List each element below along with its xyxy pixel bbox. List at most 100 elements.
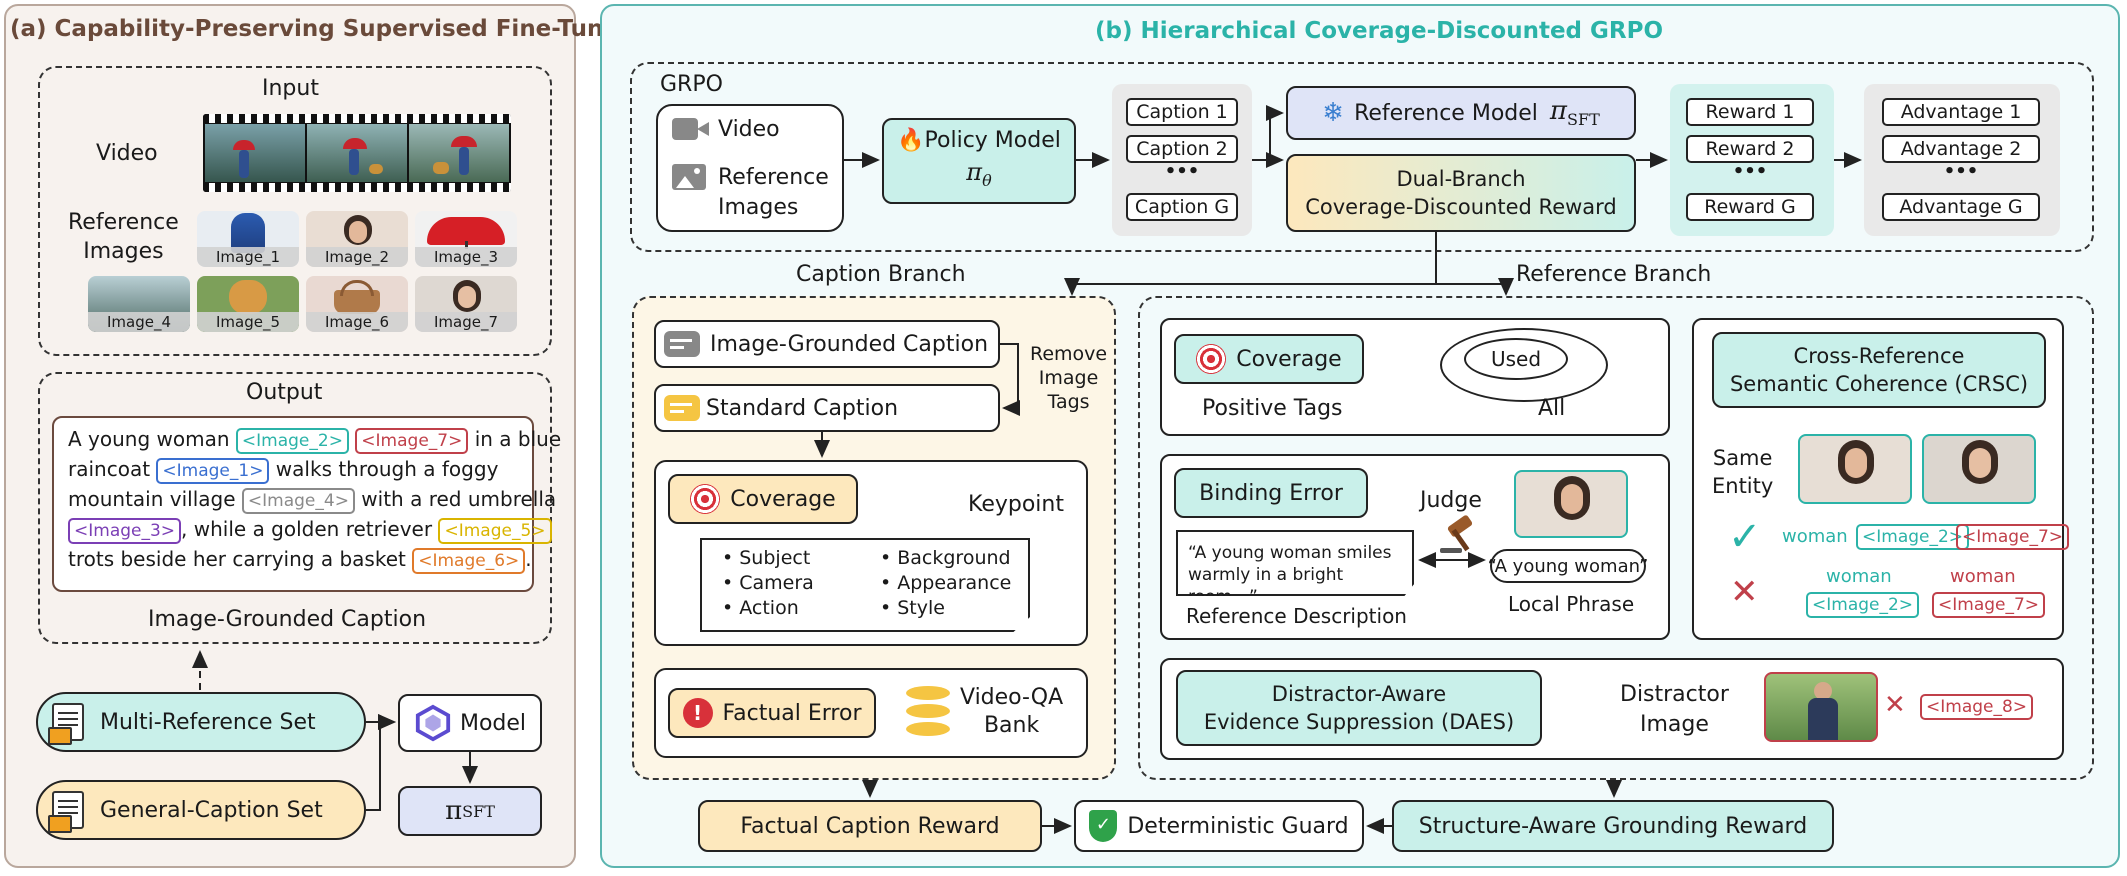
factual-error-label: Factual Error — [722, 700, 862, 726]
daes-title: Distractor-Aware Evidence Suppression (D… — [1176, 670, 1542, 746]
reward-g: Reward G — [1686, 193, 1814, 221]
caption-text-segment: in a blue — [468, 427, 562, 451]
target-icon — [1196, 344, 1227, 374]
check-row-word: woman — [1782, 526, 1848, 547]
same-entity-label: Same Entity — [1712, 446, 1774, 498]
local-phrase-label: Local Phrase — [1508, 592, 1635, 616]
multi-reference-set-label: Multi-Reference Set — [100, 709, 316, 735]
reference-image-4: Image_4 — [88, 276, 190, 332]
pi-theta-subscript: θ — [982, 170, 992, 190]
caption-text-segment: trots beside her carrying a basket — [68, 547, 413, 571]
general-caption-set-label: General-Caption Set — [100, 797, 323, 823]
gavel-icon — [1440, 514, 1480, 554]
video-filmstrip — [203, 114, 511, 192]
policy-model-label: Policy Model — [924, 128, 1061, 154]
grpo-label: GRPO — [660, 72, 723, 97]
pi-sft-symbol: π — [445, 796, 463, 826]
image-1-label: Image_1 — [197, 247, 299, 267]
panel-a-title: (a) Capability-Preserving Supervised Fin… — [10, 16, 645, 42]
cross-right-tag: <Image_7> — [1932, 592, 2046, 618]
keypoint-camera: • Camera — [722, 572, 814, 594]
image-grounded-caption-text: Image-Grounded Caption — [710, 331, 989, 357]
image-7-label: Image_7 — [415, 312, 517, 332]
factual-error-tag: ! Factual Error — [668, 688, 876, 738]
snowflake-icon: ❄ — [1322, 98, 1345, 128]
caption-text-segment: . — [525, 547, 532, 571]
model-label: Model — [459, 710, 527, 736]
deterministic-guard-box: ✓ Deterministic Guard — [1074, 800, 1364, 852]
cross-icon: ✕ — [1730, 572, 1759, 612]
ref-coverage-label: Coverage — [1236, 346, 1342, 372]
image-6-label: Image_6 — [306, 312, 408, 332]
caption-coverage-label: Coverage — [730, 486, 836, 512]
distractor-cross-icon: ✕ — [1884, 690, 1906, 720]
factual-caption-reward-box: Factual Caption Reward — [698, 800, 1042, 852]
reference-image-2: Image_2 — [306, 211, 408, 267]
model-logo-icon — [415, 704, 451, 742]
image-icon — [672, 164, 706, 190]
local-phrase-quote: “A young woman” — [1488, 549, 1648, 583]
image-8-tag: <Image_8> — [1920, 694, 2034, 720]
reference-image-5: Image_5 — [197, 276, 299, 332]
all-label: All — [1538, 396, 1566, 421]
output-caption-box: A young woman <Image_2> <Image_7> in a b… — [52, 416, 561, 592]
panel-b-title: (b) Hierarchical Coverage-Discounted GRP… — [1095, 18, 1664, 44]
keypoint-style: • Style — [880, 597, 945, 619]
reference-model-label: Reference Model — [1354, 100, 1538, 126]
caption-image-tag: <Image_2> — [235, 428, 349, 454]
multi-reference-set: Multi-Reference Set — [36, 692, 366, 752]
caption-g: Caption G — [1126, 193, 1238, 221]
woman-portrait-image — [1514, 470, 1628, 538]
caption-1: Caption 1 — [1126, 98, 1238, 126]
pi-sft-subscript: SFT — [462, 801, 495, 821]
reference-image-7: Image_7 — [415, 276, 517, 332]
distractor-image — [1764, 672, 1878, 742]
keypoints-left: • Subject • Camera • Action — [722, 546, 814, 621]
keypoint-background: • Background — [880, 547, 1011, 569]
image-grounded-caption-label: Image-Grounded Caption — [148, 607, 427, 632]
dual-branch-reward-box: Dual-Branch Coverage-Discounted Reward — [1286, 154, 1636, 232]
caption-text-segment: , while a golden retriever — [181, 517, 439, 541]
input-section — [38, 66, 552, 356]
ref-coverage-tag: Coverage — [1174, 334, 1364, 384]
caption-image-tag: <Image_5> — [438, 518, 552, 544]
reference-quote-bubble: “A young woman smiles warmly in a bright… — [1176, 530, 1414, 596]
chat-bubble-icon — [664, 331, 700, 357]
binding-error-tag: Binding Error — [1174, 468, 1368, 518]
reference-branch-label: Reference Branch — [1516, 262, 1712, 287]
check-icon: ✓ — [1728, 514, 1762, 560]
video-qa-bank-label: Video-QA Bank — [960, 685, 1064, 738]
caption-image-tag: <Image_3> — [68, 518, 182, 544]
advantage-ellipsis: ••• — [1943, 160, 1979, 182]
policy-model-box: 🔥Policy Model πθ — [882, 118, 1076, 204]
deterministic-guard-label: Deterministic Guard — [1127, 813, 1349, 839]
caption-2: Caption 2 — [1126, 135, 1238, 163]
caption-text-segment: walks through a foggy — [269, 457, 499, 481]
keypoint-label: Keypoint — [968, 492, 1064, 517]
caption-text-segment: A young woman — [68, 427, 236, 451]
used-ellipse: Used — [1464, 338, 1568, 380]
reward-2: Reward 2 — [1686, 135, 1814, 163]
standard-caption-text: Standard Caption — [706, 395, 899, 421]
caption-image-tag: <Image_6> — [412, 548, 526, 574]
reward-1: Reward 1 — [1686, 98, 1814, 126]
document-stack-icon — [48, 703, 84, 745]
reference-image-3: Image_3 — [415, 211, 517, 267]
shield-check-icon: ✓ — [1089, 810, 1118, 842]
reference-model-box: ❄ Reference Model πSFT — [1286, 86, 1636, 140]
output-label: Output — [246, 380, 323, 405]
keypoints-right: • Background • Appearance • Style — [880, 546, 1011, 621]
entity-image-b — [1922, 434, 2036, 504]
chat-bubble-icon — [664, 395, 700, 421]
all-ellipse — [1440, 328, 1608, 402]
pi-theta-symbol: π — [966, 158, 983, 187]
flame-icon: 🔥 — [897, 128, 925, 154]
reference-images-label: Reference Images — [68, 210, 179, 264]
model-box: Model — [398, 694, 542, 752]
caption-coverage-box: Coverage — [668, 474, 858, 524]
reference-branch-section — [1138, 296, 2094, 780]
video-camera-icon — [672, 118, 698, 140]
standard-caption-box: Standard Caption — [654, 384, 1000, 432]
reward-ellipsis: ••• — [1732, 160, 1768, 182]
